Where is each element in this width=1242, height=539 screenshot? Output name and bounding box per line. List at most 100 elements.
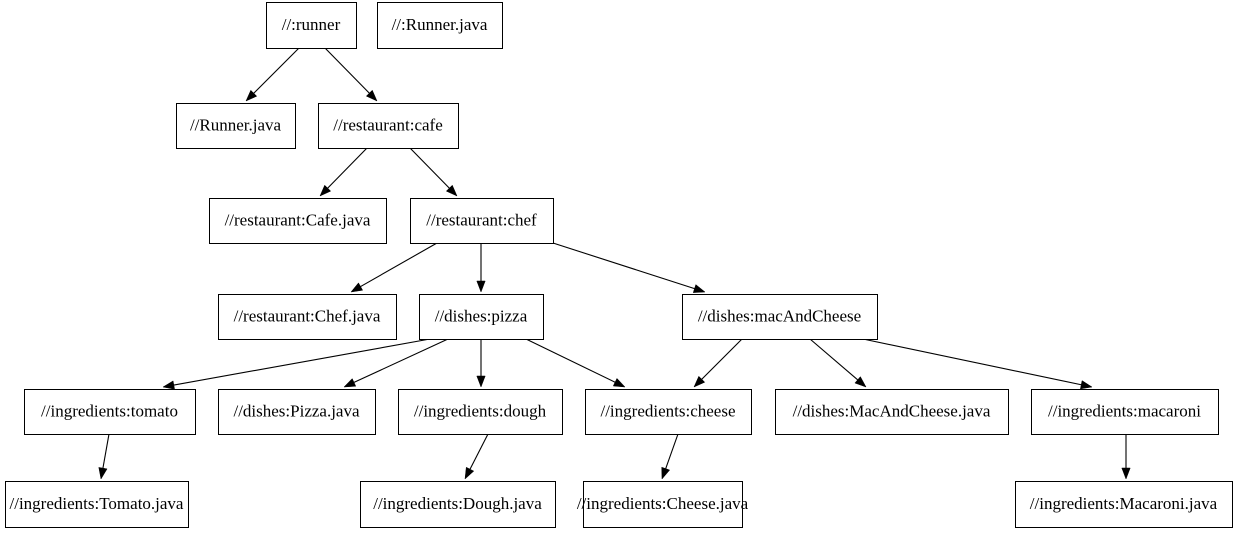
edge-ingredients_dough-to-ingredients_dough_java — [464, 433, 489, 480]
arrowhead-icon — [1121, 467, 1131, 480]
edge-ingredients_cheese-to-ingredients_cheese_java — [661, 433, 679, 480]
arrowhead-icon — [445, 184, 458, 197]
edge-restaurant_chef-to-dishes_pizza — [476, 243, 486, 293]
edge-dishes_macandcheese-to-ingredients_cheese — [693, 338, 743, 388]
edge-line — [665, 433, 679, 469]
node-label: //dishes:Pizza.java — [233, 401, 360, 420]
node-label: //ingredients:Tomato.java — [10, 494, 184, 513]
edge-line — [409, 147, 450, 189]
graph-node-restaurant_cafe_java[interactable]: //restaurant:Cafe.java — [209, 198, 387, 244]
edge-dishes_pizza-to-ingredients_cheese — [525, 338, 626, 388]
graph-node-runner_java[interactable]: //Runner.java — [176, 103, 296, 149]
graph-node-ingredients_cheese_java[interactable]: //ingredients:Cheese.java — [577, 481, 749, 528]
node-box — [318, 103, 459, 149]
edge-ingredients_macaroni-to-ingredients_macaroni_java — [1121, 434, 1131, 480]
edge-line — [552, 242, 695, 290]
node-label: //Runner.java — [190, 115, 282, 134]
edge-runner-to-restaurant_cafe — [324, 47, 378, 102]
arrowhead-icon — [692, 284, 706, 293]
edge-line — [327, 147, 368, 189]
node-label: //restaurant:cafe — [333, 115, 443, 134]
graph-node-restaurant_chef[interactable]: //restaurant:chef — [410, 198, 554, 244]
edge-line — [469, 433, 489, 470]
graph-node-ingredients_tomato[interactable]: //ingredients:tomato — [24, 389, 196, 435]
edge-line — [809, 338, 859, 381]
node-box — [585, 389, 752, 435]
edge-dishes_pizza-to-ingredients_dough — [476, 339, 486, 388]
node-box — [218, 389, 376, 435]
graph-node-ingredients_tomato_java[interactable]: //ingredients:Tomato.java — [5, 481, 189, 528]
graph-node-ingredients_dough_java[interactable]: //ingredients:Dough.java — [360, 481, 556, 528]
node-label: //ingredients:Cheese.java — [577, 494, 749, 513]
arrowhead-icon — [98, 467, 108, 480]
arrowhead-icon — [1080, 380, 1093, 390]
node-box — [583, 481, 743, 528]
node-label: //ingredients:cheese — [600, 401, 735, 420]
edge-restaurant_cafe-to-restaurant_chef — [409, 147, 458, 197]
node-box — [1031, 389, 1219, 435]
graph-node-ingredients_macaroni_java[interactable]: //ingredients:Macaroni.java — [1015, 481, 1233, 528]
node-box — [218, 294, 397, 340]
edge-line — [360, 242, 438, 288]
node-box — [5, 481, 189, 528]
arrowhead-icon — [661, 466, 671, 480]
edge-line — [525, 338, 616, 383]
arrowhead-icon — [162, 380, 175, 390]
node-label: //ingredients:Macaroni.java — [1030, 494, 1218, 513]
graph-node-ingredients_cheese[interactable]: //ingredients:cheese — [585, 389, 752, 435]
node-box — [419, 294, 544, 340]
node-box — [377, 2, 503, 49]
edge-dishes_pizza-to-dishes_pizza_java — [343, 338, 449, 388]
graph-node-restaurant_chef_java[interactable]: //restaurant:Chef.java — [218, 294, 397, 340]
graph-node-dishes_pizza_java[interactable]: //dishes:Pizza.java — [218, 389, 376, 435]
graph-node-dishes_macandcheese_java[interactable]: //dishes:MacAndCheese.java — [775, 389, 1009, 435]
edge-restaurant_cafe-to-restaurant_cafe_java — [319, 147, 368, 197]
node-label: //ingredients:tomato — [41, 401, 178, 420]
node-box — [1015, 481, 1233, 528]
arrowhead-icon — [350, 282, 364, 293]
graph-node-dishes_macandcheese[interactable]: //dishes:macAndCheese — [682, 294, 878, 340]
node-label: //ingredients:dough — [414, 401, 547, 420]
edge-line — [862, 338, 1082, 386]
graph-node-ingredients_macaroni[interactable]: //ingredients:macaroni — [1031, 389, 1219, 435]
edge-line — [353, 338, 449, 383]
arrowhead-icon — [693, 375, 706, 388]
node-label: //dishes:MacAndCheese.java — [793, 401, 991, 420]
graph-node-dishes_pizza[interactable]: //dishes:pizza — [419, 294, 544, 340]
node-box — [266, 2, 357, 49]
edge-dishes_macandcheese-to-ingredients_macaroni — [862, 338, 1093, 390]
node-label: //dishes:macAndCheese — [698, 306, 861, 325]
node-label: //:runner — [282, 15, 341, 34]
graph-node-root_runner_java[interactable]: //:Runner.java — [377, 2, 503, 49]
node-box — [398, 389, 563, 435]
arrowhead-icon — [464, 466, 475, 480]
arrowhead-icon — [476, 280, 486, 293]
graph-node-runner[interactable]: //:runner — [266, 2, 357, 49]
edge-line — [253, 47, 300, 94]
node-label: //restaurant:Cafe.java — [225, 210, 371, 229]
arrowhead-icon — [476, 375, 486, 388]
node-box — [360, 481, 556, 528]
edge-runner-to-runner_java — [245, 47, 300, 102]
edge-restaurant_chef-to-dishes_macandcheese — [552, 242, 706, 293]
graph-node-restaurant_cafe[interactable]: //restaurant:cafe — [318, 103, 459, 149]
node-box — [410, 198, 554, 244]
arrowhead-icon — [245, 89, 258, 102]
node-label: //restaurant:Chef.java — [234, 306, 381, 325]
node-box — [775, 389, 1009, 435]
node-label: //dishes:pizza — [435, 306, 528, 325]
node-box — [209, 198, 387, 244]
node-label: //ingredients:macaroni — [1048, 401, 1201, 420]
node-box — [24, 389, 196, 435]
arrowhead-icon — [319, 184, 332, 197]
edge-line — [324, 47, 370, 94]
arrowhead-icon — [854, 376, 867, 388]
node-label: //restaurant:chef — [426, 210, 537, 229]
node-layer: //:runner //:Runner.java //Runner.java //re… — [5, 2, 1233, 528]
edge-line — [701, 338, 743, 380]
edge-dishes_pizza-to-ingredients_tomato — [162, 338, 431, 390]
edge-line — [173, 338, 431, 386]
graph-node-ingredients_dough[interactable]: //ingredients:dough — [398, 389, 563, 435]
